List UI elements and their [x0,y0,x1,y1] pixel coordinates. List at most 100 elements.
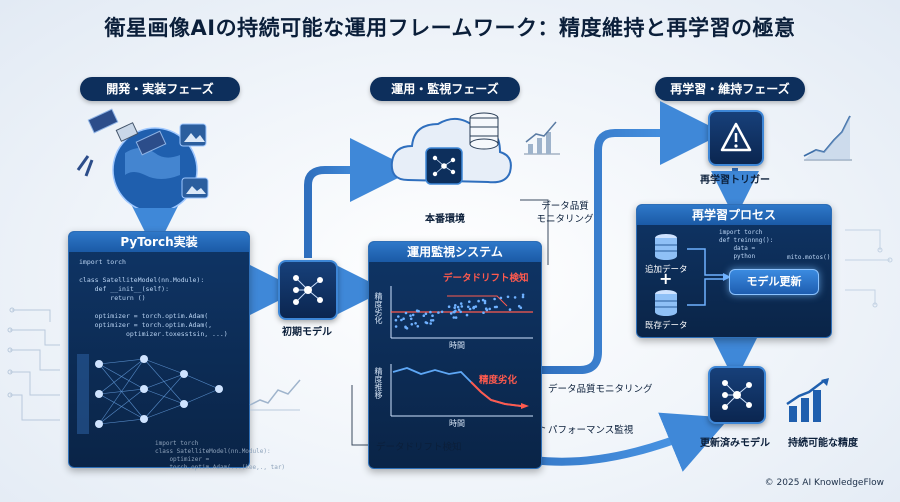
updated-model-label: 更新済みモデル [700,438,770,449]
scatter-dot [454,309,457,313]
faint-code-decor: import torch class SatelliteModel(nn.Mod… [155,440,286,471]
scatter-dot [400,318,403,322]
scatter-dot [521,295,525,299]
phase-retrain-badge: 再学習・維持フェーズ [655,77,805,101]
scatter-dot [429,322,432,325]
retrain-code-right: mito.motos() [787,254,831,261]
scatter-dot [404,311,408,315]
scatter-dot [465,313,469,317]
pytorch-code-block: import torch class SatelliteModel(nn.Mod… [79,258,228,338]
satellite-globe-illustration [70,108,230,213]
data-quality-monitoring-callout: データ品質モニタリング [548,384,653,395]
scatter-dot [452,316,456,319]
circuit-decor-left [7,307,60,421]
scatter-dot [394,325,398,328]
data-quality-monitoring-top-label: データ品質 モニタリング [536,201,594,225]
phase-ops-badge: 運用・監視フェーズ [370,77,520,101]
scatter-dot [468,307,472,311]
scatter-dot [431,319,435,322]
scatter-dot [422,314,426,317]
page-title: 衛星画像AIの持続可能な運用フレームワーク：精度維持と再学習の極意 [104,16,796,40]
scatter-dot [468,300,471,303]
merge-arrows [687,248,731,306]
scatter-dot [410,323,414,326]
scatter-dot [521,293,525,297]
scatter-dot [394,318,398,322]
scatter-dot [482,311,485,314]
scatter-dot [456,305,460,309]
scatter-dot [453,306,456,309]
scatter-dot [474,305,478,308]
new-data-label: 追加データ [645,265,688,275]
retrain-process-panel: 再学習プロセス import torch def treinnng(): dat… [636,204,832,338]
scatter-dot [485,308,489,312]
trend-up-icon [803,115,852,161]
warning-icon [720,122,752,152]
scatter-dot [437,311,440,314]
scatter-dot [429,319,433,322]
scatter-dot [493,305,497,309]
scatter-dot [431,314,434,317]
pytorch-panel-title: PyTorch実装 [69,232,249,252]
scatter-dot [472,306,475,310]
plus-sign: + [659,269,673,288]
scatter-dot [447,305,451,308]
scatter-dot [405,327,409,330]
scatter-dot [499,296,503,300]
scatter-dot [424,321,428,324]
scatter-dot [414,322,417,325]
scatter-dot [467,305,470,309]
scatter-dot [513,296,517,299]
existing-data-database-icon [655,290,677,316]
scatter-dot [488,307,491,311]
accuracy-decline-alert: 精度劣化 [479,375,518,386]
scatter-dot [457,308,461,312]
scatter-dot [493,297,496,301]
database-icon [469,112,499,150]
scatter-dot [449,312,453,315]
scatter-dot [397,315,400,318]
scatter-dot [459,310,462,314]
growth-chart-icon [524,121,560,155]
neural-network-diagram [77,354,223,434]
scatter-dot [429,310,432,314]
update-model-button[interactable]: モデル更新 [729,269,819,295]
chart1-y-label: 精度劣化 [374,292,383,324]
scatter-dot [424,312,428,316]
drift-scatter-chart [390,286,533,339]
scatter-dot [477,299,480,303]
circuit-decor-right [845,229,893,308]
scatter-dot [460,305,464,308]
drift-detected-alert: データドリフト検知 [443,273,529,284]
bar-growth-icon [786,378,829,422]
phase-dev-badge: 開発・実装フェーズ [80,77,240,101]
cloud-server-illustration [388,100,518,195]
new-data-database-icon [655,234,677,260]
scatter-dot [483,299,487,303]
faint-chart-decor [249,379,301,411]
satellite-icon [76,108,167,177]
chart2-x-label: 時間 [449,419,465,428]
retrain-panel-title: 再学習プロセス [637,205,831,225]
updated-model-icon-box [708,366,766,424]
monitoring-system-panel: 運用監視システム データドリフト検知 精度劣化 時間 精度推移 精度劣化 時間 [368,241,542,469]
retrain-trigger-label: 再学習トリガー [700,175,770,186]
pytorch-panel: PyTorch実装 import torch class SatelliteMo… [68,231,250,468]
production-env-label: 本番環境 [425,214,465,225]
copyright-footer: © 2025 AI KnowledgeFlow [764,478,884,488]
scatter-dot [416,325,420,328]
scatter-dot [409,317,413,321]
scatter-dot [508,308,512,311]
chart2-y-label: 精度推移 [374,367,383,399]
scatter-dot [411,313,415,317]
accuracy-decline-chart [390,364,533,417]
scatter-dot [409,314,412,317]
data-drift-detection-callout: データドリフト検知 [376,442,462,453]
sustainable-accuracy-label: 持続可能な精度 [788,438,858,449]
retrain-trigger-icon-box [708,110,764,166]
chart1-x-label: 時間 [449,341,465,350]
leader-data-quality-top [520,199,549,265]
neural-net-icon [722,380,752,410]
initial-model-icon-box [278,260,338,320]
scatter-dot [440,310,444,314]
